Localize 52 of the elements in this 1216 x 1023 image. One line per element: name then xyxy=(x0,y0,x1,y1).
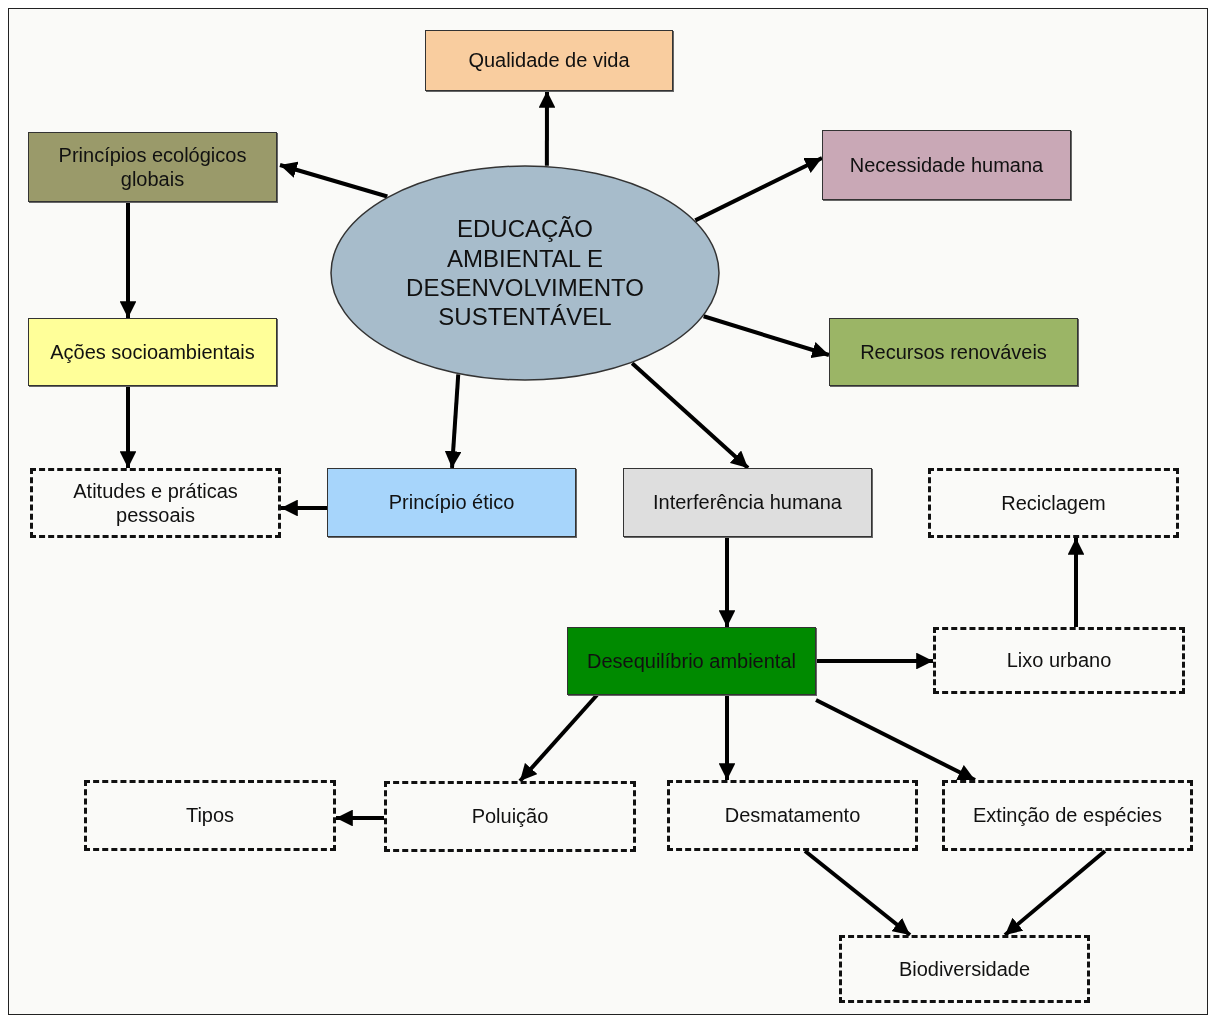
node-label: Recursos renováveis xyxy=(860,339,1047,365)
arrow xyxy=(281,499,327,517)
process-box xyxy=(425,30,673,91)
dashed-box xyxy=(667,780,918,851)
arrow xyxy=(279,161,388,199)
arrow xyxy=(119,202,137,318)
arrow xyxy=(815,698,976,782)
arrow xyxy=(703,314,830,359)
dashed-box xyxy=(384,781,636,852)
node-label: Ações socioambientais xyxy=(50,339,255,365)
node-label: Atitudes e práticas pessoais xyxy=(72,478,239,528)
node-label: Poluição xyxy=(471,804,549,829)
process-box xyxy=(327,468,576,537)
node-label: Necessidade humana xyxy=(849,152,1044,178)
node-label: EDUCAÇÃO AMBIENTAL E DESENVOLVIMENTO SUSTENTÁVEL xyxy=(405,214,645,332)
dashed-box xyxy=(30,468,281,538)
arrow xyxy=(1067,538,1085,627)
arrow xyxy=(336,809,384,827)
node-label: Princípios ecológicos globais xyxy=(57,142,248,192)
node-label: Tipos xyxy=(185,803,235,828)
process-box xyxy=(829,318,1078,386)
ellipse-node xyxy=(330,165,720,381)
arrow xyxy=(630,361,750,470)
node-label: Biodiversidade xyxy=(898,956,1031,982)
arrow xyxy=(538,91,556,166)
node-label: Reciclagem xyxy=(1001,490,1106,516)
process-box xyxy=(567,627,816,695)
node-label: Qualidade de vida xyxy=(468,48,630,73)
arrow xyxy=(694,156,823,223)
process-box xyxy=(28,318,277,386)
process-box xyxy=(822,130,1071,200)
arrow xyxy=(518,693,599,783)
dashed-box xyxy=(928,468,1179,538)
arrow xyxy=(816,652,933,670)
arrow xyxy=(444,374,462,469)
arrow xyxy=(803,849,912,937)
node-label: Interferência humana xyxy=(653,490,842,515)
node-label: Extinção de espécies xyxy=(973,803,1162,828)
dashed-box xyxy=(84,780,336,851)
dashed-box xyxy=(942,780,1193,851)
node-label: Lixo urbano xyxy=(1006,648,1112,673)
arrow xyxy=(119,386,137,468)
arrow xyxy=(718,537,736,627)
process-box xyxy=(623,468,872,537)
node-label: Desequilíbrio ambiental xyxy=(587,648,796,674)
arrow xyxy=(1003,849,1107,937)
node-label: Princípio ético xyxy=(388,490,515,515)
node-label: Desmatamento xyxy=(724,803,861,828)
dashed-box xyxy=(839,935,1090,1003)
dashed-box xyxy=(933,627,1185,694)
process-box xyxy=(28,132,277,202)
arrow xyxy=(718,695,736,780)
